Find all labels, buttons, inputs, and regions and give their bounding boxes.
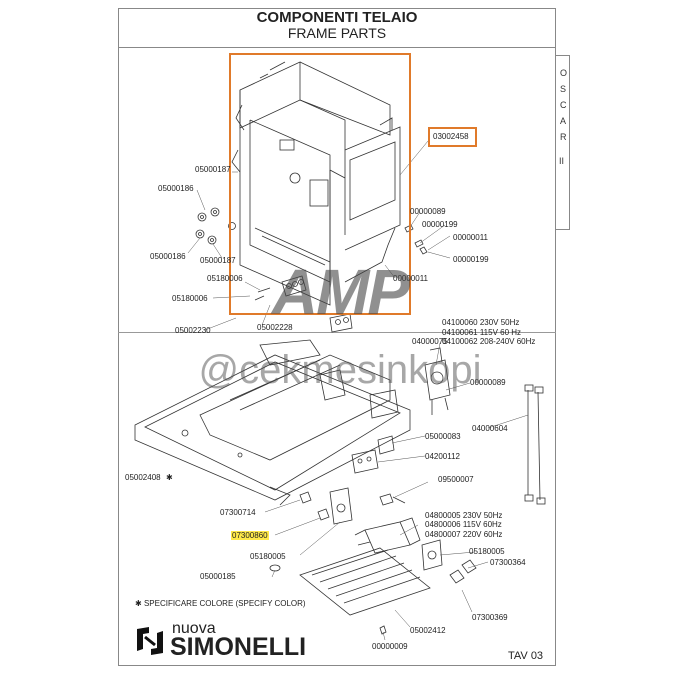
color-note: ✱ SPECIFICARE COLORE (SPECIFY COLOR) [135, 599, 306, 608]
part-label[interactable]: 04200112 [425, 452, 460, 461]
watermark-logo: AMP [271, 256, 410, 328]
part-label[interactable]: 05002230 [175, 326, 211, 335]
part-label[interactable]: 05180006 [172, 294, 208, 303]
asterisk-icon: ✱ [135, 599, 144, 608]
part-label[interactable]: 05000187 [195, 165, 231, 174]
part-label[interactable]: 05180005 [469, 547, 505, 556]
part-label[interactable]: 05180006 [207, 274, 243, 283]
solenoid-valve [424, 347, 451, 415]
terminal-block-upper [254, 275, 353, 333]
header-divider [118, 47, 556, 48]
side-letter-r: R [560, 132, 567, 142]
part-label[interactable]: 05000186 [150, 252, 186, 261]
part-label[interactable]: 07300714 [220, 508, 256, 517]
part-label[interactable]: 04800006 115V 60Hz [425, 520, 502, 529]
side-letter-s: S [560, 84, 567, 94]
part-label[interactable]: 00000199 [453, 255, 489, 264]
title-italian: COMPONENTI TELAIO [256, 9, 418, 26]
part-label[interactable]: 04100062 208-240V 60Hz [442, 337, 536, 346]
frame-highlight-box [229, 53, 411, 315]
fittings [269, 491, 477, 635]
part-label[interactable]: 05000186 [158, 184, 194, 193]
brand-name: SIMONELLI [170, 633, 307, 661]
part-label[interactable]: 04000604 [472, 424, 508, 433]
part-label[interactable]: 05180005 [250, 552, 286, 561]
part-label[interactable]: 05002412 [410, 626, 446, 635]
part-label[interactable]: 00000089 [410, 207, 446, 216]
frame-chassis [231, 61, 401, 306]
side-letter-o: O [560, 68, 568, 78]
color-asterisk: ✱ [166, 473, 173, 482]
part-label[interactable]: 00000199 [422, 220, 458, 229]
vibration-pump [329, 487, 443, 571]
part-label[interactable]: 04000075 [412, 337, 448, 346]
highlighted-part-label[interactable]: 07300860 [231, 531, 269, 540]
part-label[interactable]: 00000009 [372, 642, 408, 651]
frame-part-number-box[interactable]: 03002458 [428, 127, 477, 147]
simonelli-logo-icon [137, 627, 163, 655]
leader-lines [187, 140, 529, 641]
part-label[interactable]: 05000083 [425, 432, 461, 441]
part-label[interactable]: 05002228 [257, 323, 293, 332]
frame-part-number: 03002458 [433, 132, 469, 141]
part-label[interactable]: 05000187 [200, 256, 236, 265]
brand-prefix: nuova [172, 620, 216, 637]
side-letter-a: A [560, 116, 567, 126]
part-label[interactable]: 07300364 [490, 558, 526, 567]
connectors-middle [351, 435, 395, 474]
part-label[interactable]: 05000185 [200, 572, 236, 581]
drawing-frame [118, 8, 556, 666]
sheet-number: TAV 03 [508, 650, 544, 662]
cable-harness [524, 384, 546, 505]
part-label[interactable]: 04800005 230V 50Hz [425, 511, 503, 520]
part-label[interactable]: 04100061 115V 60 Hz [442, 328, 522, 337]
part-label[interactable]: 07300369 [472, 613, 508, 622]
watermark-handle: @cekmesinkopi [198, 348, 482, 392]
part-label[interactable]: 09500007 [438, 475, 474, 484]
drip-grille [299, 547, 431, 616]
side-tab [556, 55, 570, 230]
side-letter-ii: II [559, 156, 565, 166]
base-tray [134, 339, 411, 506]
washers [195, 207, 236, 245]
part-label[interactable]: 04800007 220V 60Hz [425, 530, 503, 539]
color-note-text: SPECIFICARE COLORE (SPECIFY COLOR) [143, 599, 306, 608]
section-divider [118, 332, 556, 333]
title-english: FRAME PARTS [287, 25, 387, 41]
part-label[interactable]: 00000089 [470, 378, 506, 387]
side-letter-c: C [560, 100, 567, 110]
part-label[interactable]: 05002408 [125, 473, 161, 482]
part-label[interactable]: 00000011 [453, 233, 488, 242]
part-label[interactable]: 04100060 230V 50Hz [442, 318, 520, 327]
part-label[interactable]: 00000011 [393, 274, 428, 283]
